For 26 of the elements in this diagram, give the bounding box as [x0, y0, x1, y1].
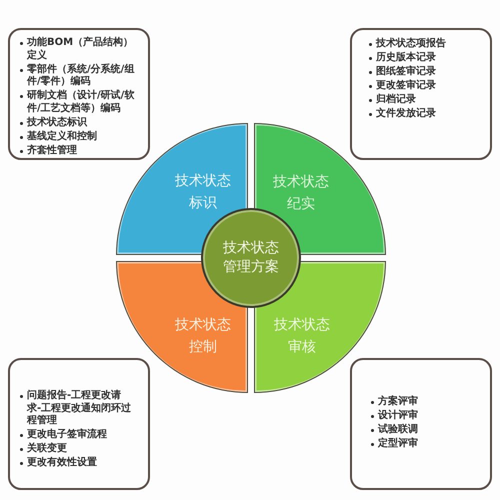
bullet-item: 文件发放记录	[368, 108, 478, 120]
callout-box	[8, 28, 150, 160]
callout-box	[350, 358, 492, 490]
segment-title: 技术状态审核	[273, 316, 331, 357]
bullet-item: 设计评审	[370, 410, 480, 422]
callout-box	[8, 358, 150, 490]
bullet-item: 技术状态项报告	[368, 38, 478, 50]
bullet-item: 问题报告-工程更改请求-工程更改通知闭环过程管理	[19, 390, 135, 428]
segment-title: 技术状态标识	[174, 172, 232, 213]
bullet-item: 图纸签审记录	[368, 66, 478, 78]
center-title: 技术状态管理方案	[222, 239, 280, 277]
bullet-item: 更改电子签审流程	[19, 429, 135, 442]
segment-title: 技术状态控制	[174, 316, 232, 357]
bullet-item: 关联变更	[19, 443, 135, 456]
segment-title: 技术状态纪实	[272, 173, 330, 214]
bullet-item: 零部件（系统/分系统/组件/零件）编码	[19, 64, 135, 88]
bullet-item: 定型评审	[370, 438, 480, 450]
bullet-item: 研制文档（设计/研试/软件/工艺文档等）编码	[19, 90, 135, 115]
bullet-item: 更改有效性设置	[19, 457, 135, 470]
bullet-item: 功能BOM（产品结构）定义	[19, 37, 135, 62]
bullet-item: 方案评审	[370, 396, 480, 408]
callout-box	[350, 28, 492, 160]
bullet-item: 更改签审记录	[368, 80, 478, 92]
bullet-item: 归档记录	[368, 94, 478, 106]
bullet-item: 历史版本记录	[368, 52, 478, 64]
bullet-item: 试验联调	[370, 424, 480, 436]
